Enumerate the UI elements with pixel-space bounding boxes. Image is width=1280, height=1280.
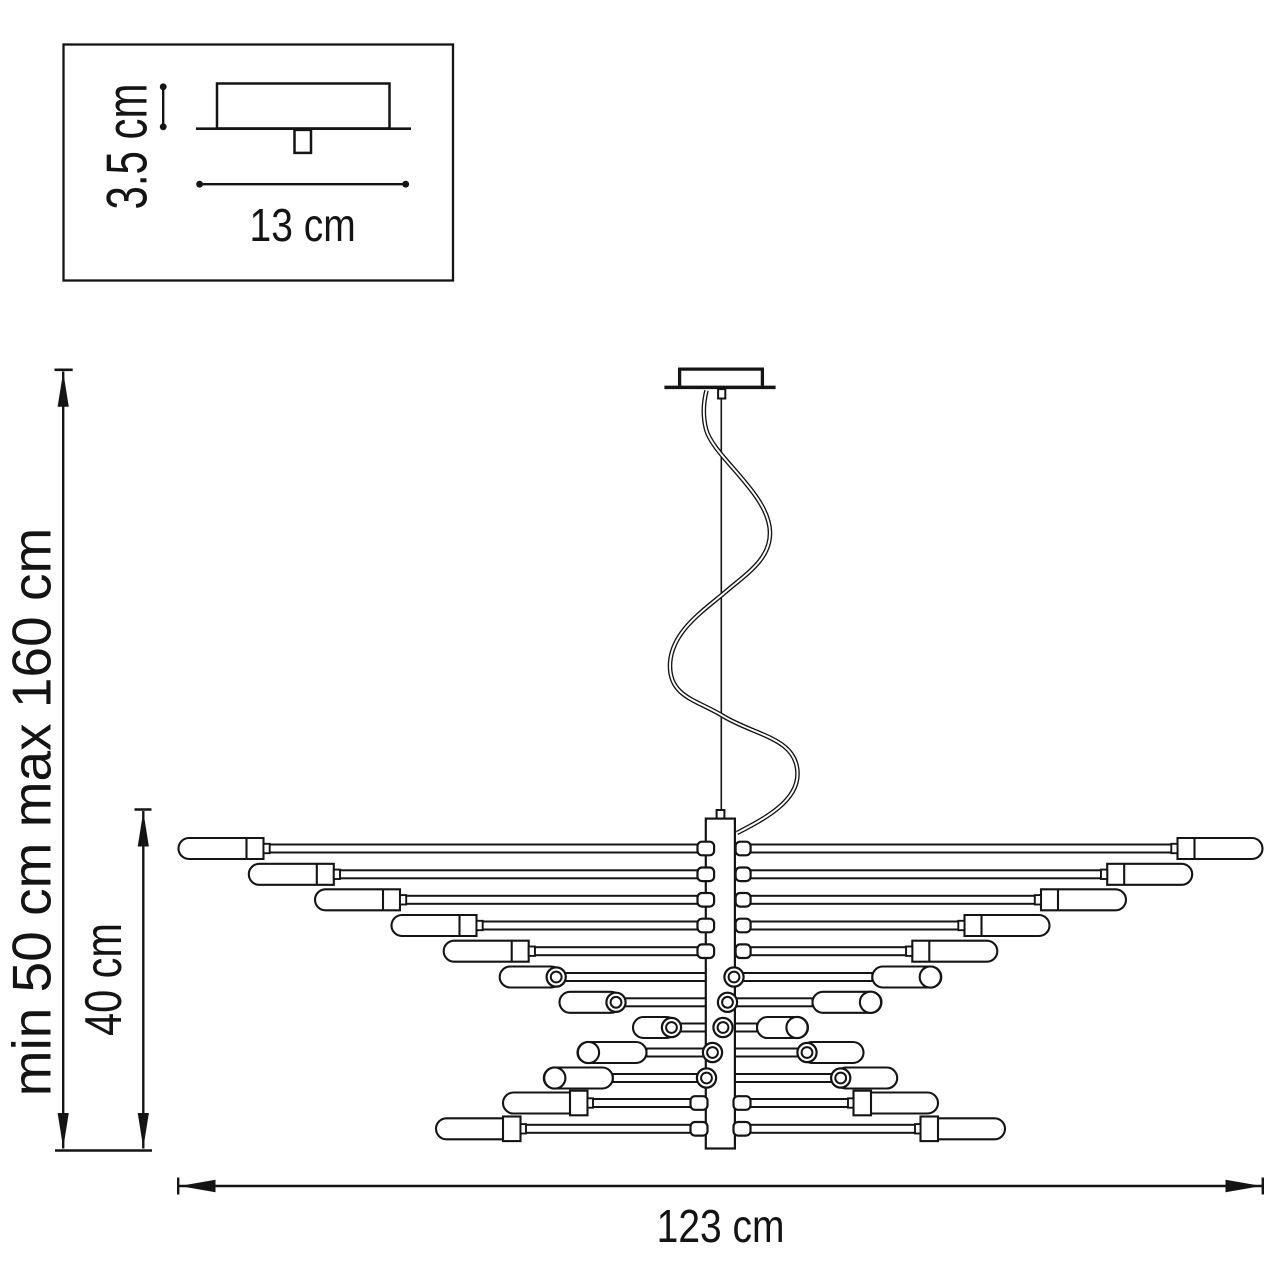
svg-text:123 cm: 123 cm — [657, 1201, 785, 1253]
svg-text:min 50 cm max 160 cm: min 50 cm max 160 cm — [1, 528, 63, 1097]
svg-text:40 cm: 40 cm — [74, 923, 133, 1036]
svg-text:13 cm: 13 cm — [250, 200, 356, 252]
svg-text:3.5 cm: 3.5 cm — [95, 83, 159, 209]
